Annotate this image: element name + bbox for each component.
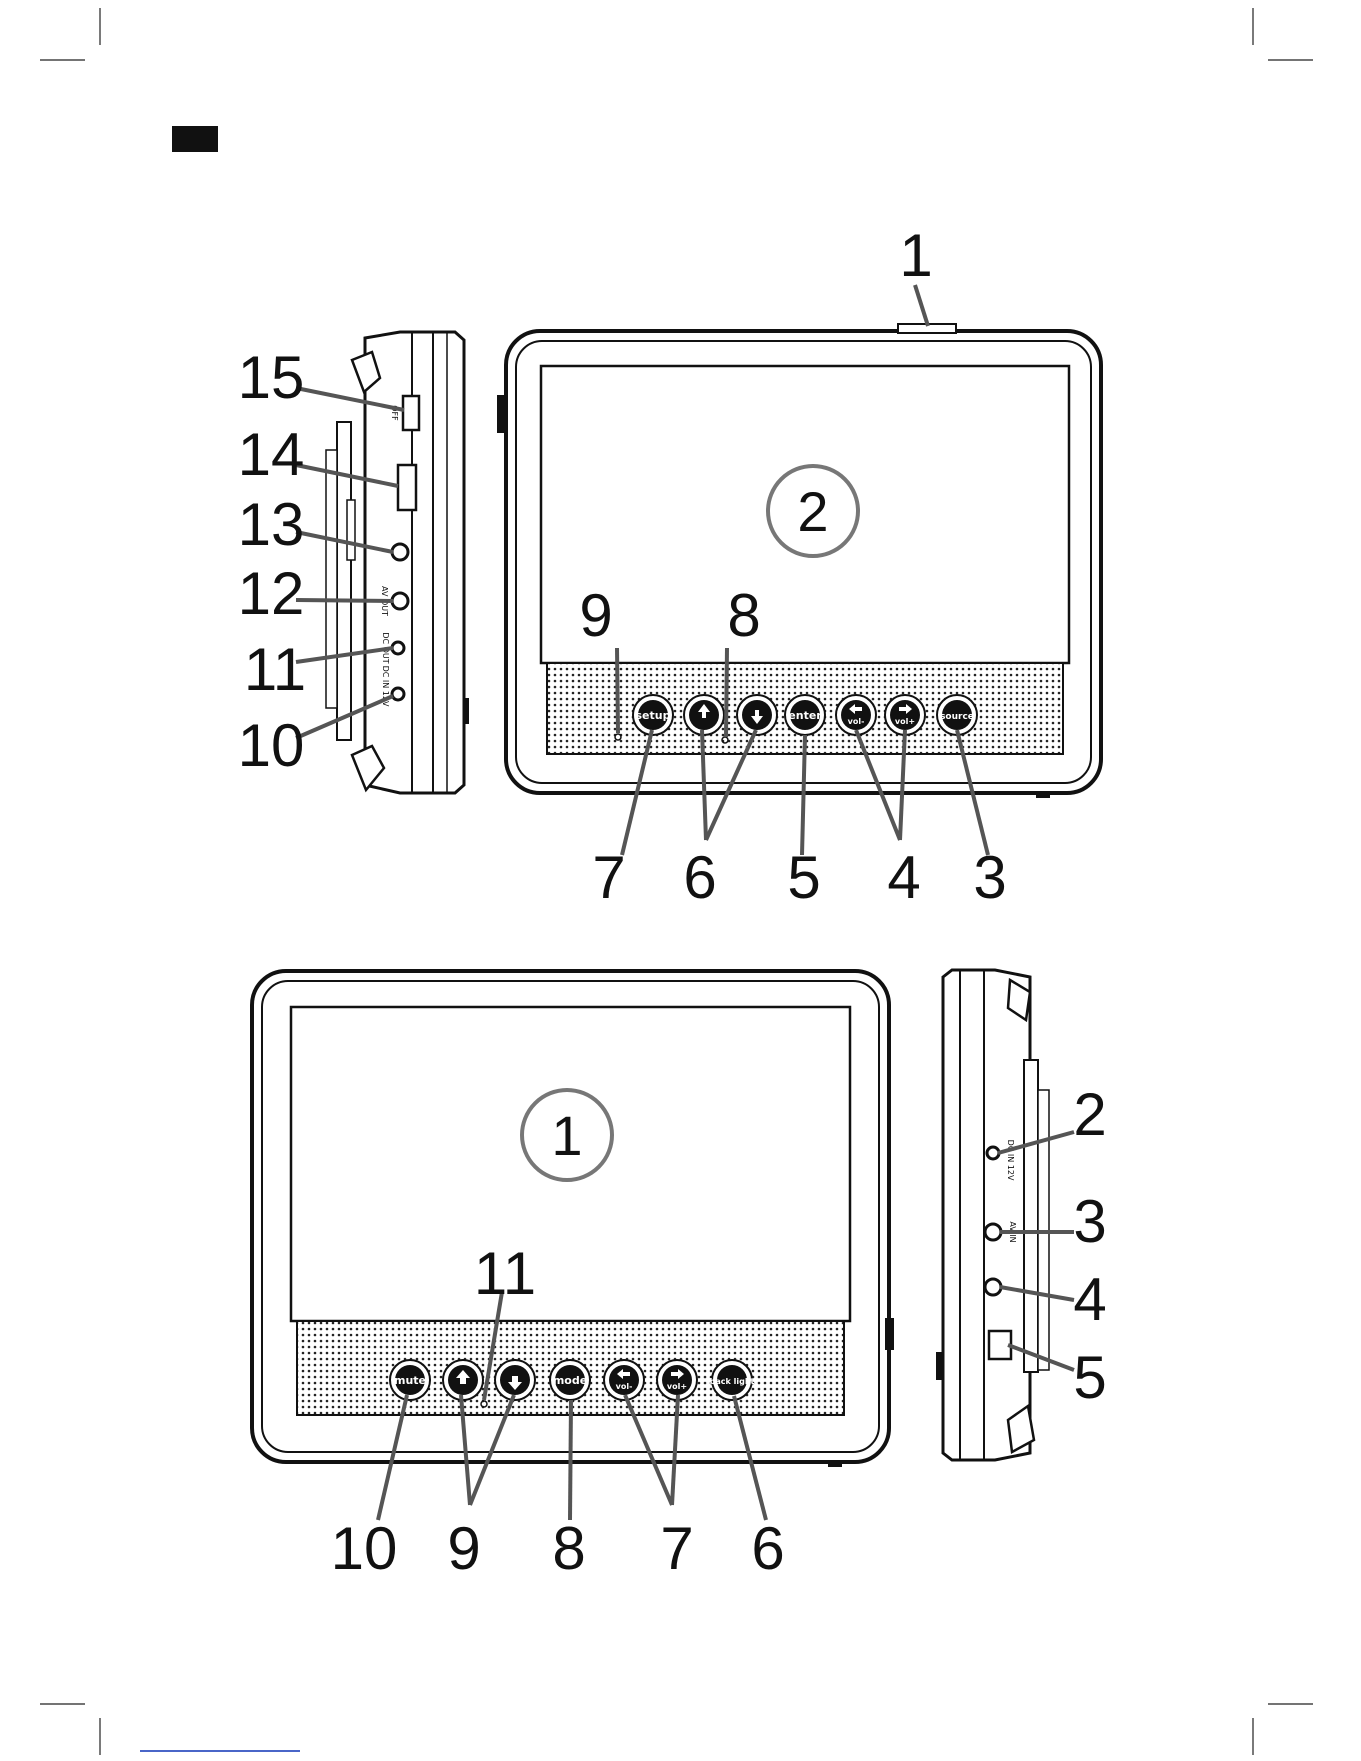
vol-minus-button[interactable]: vol- (836, 695, 876, 735)
top-callout-3: 3 (973, 844, 1006, 911)
setup-button-label: setup (636, 709, 671, 722)
right-callout-5: 5 (1073, 1344, 1106, 1411)
bottom-callout-8: 8 (552, 1515, 585, 1582)
mode-button[interactable]: mode (550, 1360, 590, 1400)
left-side-panel: OFF AV OUT DC OUT DC IN 12V 15 14 13 12 … (238, 332, 469, 793)
left-callout-13: 13 (238, 491, 305, 558)
bottom-callout-7: 7 (660, 1515, 693, 1582)
vol-plus-button-label: vol+ (895, 717, 915, 726)
left-callout-12: 12 (238, 560, 305, 627)
top-callout-5: 5 (787, 844, 820, 911)
mute-button[interactable]: mute (390, 1360, 430, 1400)
bottom-screen-badge-number: 1 (551, 1104, 582, 1167)
right-side-panel: DC IN 12V AV IN 2 3 4 5 (936, 970, 1107, 1460)
bottom-device: 1 mute mode vol- (252, 971, 894, 1582)
top-callout-1: 1 (899, 222, 932, 289)
left-callout-14: 14 (238, 421, 305, 488)
source-button[interactable]: source (937, 695, 977, 735)
bottom-callout-9: 9 (447, 1515, 480, 1582)
crop-marks (40, 8, 1313, 1755)
bottom-callout-11: 11 (474, 1240, 536, 1307)
top-callout-6: 6 (683, 844, 716, 911)
left-callout-10: 10 (238, 712, 305, 779)
right-dc-in-label: DC IN 12V (1006, 1140, 1015, 1181)
bottom-vol-minus-label: vol- (616, 1382, 633, 1391)
language-tab-marker (172, 126, 218, 152)
left-callout-15: 15 (238, 344, 305, 411)
prev-button[interactable] (684, 695, 724, 735)
up-button[interactable] (443, 1360, 483, 1400)
next-button[interactable] (737, 695, 777, 735)
bottom-vol-minus-button[interactable]: vol- (604, 1360, 644, 1400)
setup-button[interactable]: setup (633, 695, 673, 735)
vol-plus-button[interactable]: vol+ (885, 695, 925, 735)
source-button-label: source (940, 712, 974, 722)
left-callout-11: 11 (244, 636, 306, 703)
top-callout-9: 9 (579, 582, 612, 649)
bottom-vol-plus-button[interactable]: vol+ (657, 1360, 697, 1400)
bottom-callout-10: 10 (331, 1515, 398, 1582)
mute-button-label: mute (394, 1374, 426, 1387)
top-callout-7: 7 (592, 844, 625, 911)
down-button[interactable] (495, 1360, 535, 1400)
bottom-vol-plus-label: vol+ (667, 1382, 687, 1391)
right-callout-2: 2 (1073, 1081, 1106, 1148)
mode-button-label: mode (553, 1374, 587, 1387)
enter-button[interactable]: enter (785, 695, 825, 735)
vol-minus-button-label: vol- (848, 717, 865, 726)
enter-button-label: enter (788, 709, 822, 722)
top-screen-badge-number: 2 (797, 480, 828, 543)
right-callout-4: 4 (1073, 1266, 1106, 1333)
bottom-callout-6: 6 (751, 1515, 784, 1582)
top-device: 2 setup enter vol- (497, 222, 1101, 911)
backlight-button-label: back light (710, 1377, 755, 1386)
right-callout-3: 3 (1073, 1188, 1106, 1255)
top-callout-8: 8 (727, 582, 760, 649)
top-callout-4: 4 (887, 844, 920, 911)
